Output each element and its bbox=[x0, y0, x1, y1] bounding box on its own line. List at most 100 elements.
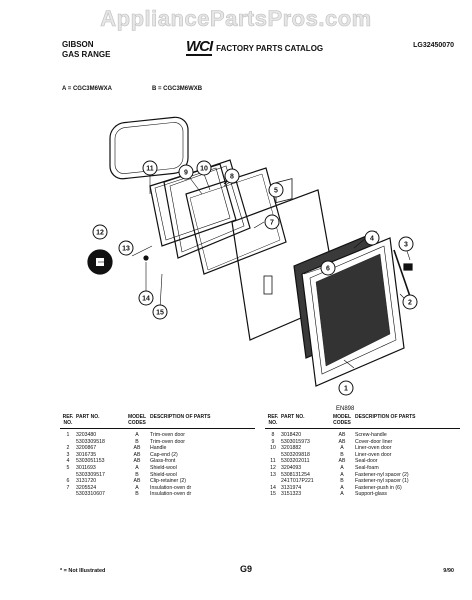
part-description: Liner-oven door bbox=[355, 451, 392, 458]
table-row: 8 3018420 AB Screw-handle bbox=[265, 432, 460, 439]
parts-catalog-page: GIBSON GAS RANGE WCI FACTORY PARTS CATAL… bbox=[54, 36, 468, 588]
ref-no: 8 bbox=[271, 432, 275, 438]
header-ref: REF. NO. bbox=[62, 414, 74, 426]
part-description: Cap-end (2) bbox=[150, 451, 178, 458]
header-model: MODEL CODES bbox=[127, 414, 147, 426]
diagram-code: EN898 bbox=[336, 406, 355, 412]
callout-3: 3 bbox=[404, 242, 408, 249]
model-code: A bbox=[135, 464, 139, 471]
part-description: Shield-wool bbox=[150, 471, 177, 478]
ref-no: 6 bbox=[66, 478, 70, 485]
model-code: AB bbox=[338, 432, 346, 438]
parts-column-right: REF. NO. PART NO. MODEL CODES DESCRIPTIO… bbox=[265, 414, 460, 498]
callout-11: 11 bbox=[146, 166, 154, 173]
page-number: G9 bbox=[240, 564, 253, 574]
ref-no bbox=[265, 478, 281, 485]
model-code: A bbox=[340, 471, 344, 478]
part-description: Insulation-oven dr bbox=[150, 484, 192, 491]
header-ref: REF. NO. bbox=[267, 414, 279, 426]
ref-no: 11 bbox=[270, 458, 276, 465]
part-no: 5303051153 bbox=[76, 458, 105, 465]
part-no: 3018420 bbox=[281, 432, 302, 438]
part-no: 3131974 bbox=[281, 484, 302, 491]
ref-no: 7 bbox=[66, 484, 70, 491]
part-no: 3151323 bbox=[281, 491, 302, 498]
ref-no: 10 bbox=[270, 445, 276, 452]
parts-list: REF. NO. PART NO. MODEL CODES DESCRIPTIO… bbox=[60, 414, 460, 498]
model-code: B bbox=[340, 478, 344, 485]
catalog-code: LG32450070 bbox=[413, 42, 454, 49]
table-row: 2 3200867 AB Handle bbox=[60, 445, 255, 452]
model-b: B = CGC3M6WXB bbox=[151, 86, 203, 92]
callout-7: 7 bbox=[270, 220, 274, 227]
part-description: Seal-door bbox=[355, 458, 378, 465]
part-no: 5303202011 bbox=[281, 458, 310, 465]
callout-1: 1 bbox=[344, 386, 348, 393]
model-legend: A = CGC3M6WXA B = CGC3M6WXB bbox=[62, 86, 202, 92]
model-code: AB bbox=[133, 445, 141, 452]
part-no: 3204093 bbox=[281, 464, 302, 471]
part-description: Trim-oven door bbox=[150, 438, 185, 445]
part-description: Shield-wool bbox=[150, 464, 177, 471]
part-description: Trim-oven door bbox=[150, 432, 185, 438]
part-no: 241T017P221 bbox=[281, 478, 314, 485]
model-code: B bbox=[340, 451, 344, 458]
ref-no: 14 bbox=[270, 484, 276, 491]
header-part: PART NO. bbox=[281, 414, 305, 420]
footnote: * = Not Illustrated bbox=[60, 568, 106, 574]
model-code: A bbox=[135, 484, 139, 491]
model-a: A = CGC3M6WXA bbox=[62, 86, 112, 92]
part-no: 3131720 bbox=[76, 478, 97, 485]
callout-12: 12 bbox=[96, 230, 104, 237]
callout-4: 4 bbox=[370, 236, 374, 243]
ref-no: 3 bbox=[66, 451, 70, 458]
wci-logo: WCI bbox=[186, 38, 213, 56]
model-code: A bbox=[340, 491, 344, 498]
part-no: 5308131254 bbox=[281, 471, 310, 478]
ref-no: 5 bbox=[66, 464, 70, 471]
part-description: Fastener-nyl spacer (2) bbox=[355, 471, 409, 478]
watermark: AppliancePartsPros.com bbox=[100, 6, 372, 32]
table-header: REF. NO. PART NO. MODEL CODES DESCRIPTIO… bbox=[60, 414, 255, 429]
part-no: 5303209818 bbox=[281, 451, 310, 458]
part-no: 5303310607 bbox=[76, 491, 105, 498]
part-no: 3016735 bbox=[76, 451, 97, 458]
part-description: Handle bbox=[150, 445, 167, 452]
model-code: A bbox=[340, 484, 344, 491]
callout-13: 13 bbox=[122, 246, 130, 253]
model-code: AB bbox=[133, 451, 141, 458]
ref-no: 4 bbox=[66, 458, 70, 465]
header-desc: DESCRIPTION OF PARTS bbox=[355, 414, 416, 420]
part-no: 3201882 bbox=[281, 445, 302, 452]
model-code: AB bbox=[133, 458, 141, 465]
brand-name: GIBSON bbox=[62, 40, 94, 49]
ref-no: 2 bbox=[66, 445, 70, 452]
table-row: 3 3016735 AB Cap-end (2) bbox=[60, 452, 255, 459]
part-description: Screw-handle bbox=[355, 432, 387, 438]
model-code: AB bbox=[338, 438, 346, 445]
callout-10: 10 bbox=[200, 166, 208, 173]
part-no: 3200867 bbox=[76, 445, 97, 452]
part-no: 5303015973 bbox=[281, 438, 310, 445]
door-liner-cover bbox=[149, 163, 237, 247]
callout-labels bbox=[92, 160, 418, 396]
callout-6: 6 bbox=[326, 266, 330, 273]
table-row: 5303309517 B Shield-wool bbox=[60, 472, 255, 479]
ref-no: 9 bbox=[271, 438, 275, 445]
part-no: 5303309518 bbox=[76, 438, 105, 445]
ref-no: 1 bbox=[66, 432, 70, 438]
part-description: Glass-front bbox=[150, 458, 176, 465]
model-code: B bbox=[135, 471, 139, 478]
ref-no bbox=[60, 439, 76, 446]
part-no: 5303309517 bbox=[76, 471, 105, 478]
parts-column-left: REF. NO. PART NO. MODEL CODES DESCRIPTIO… bbox=[60, 414, 255, 498]
